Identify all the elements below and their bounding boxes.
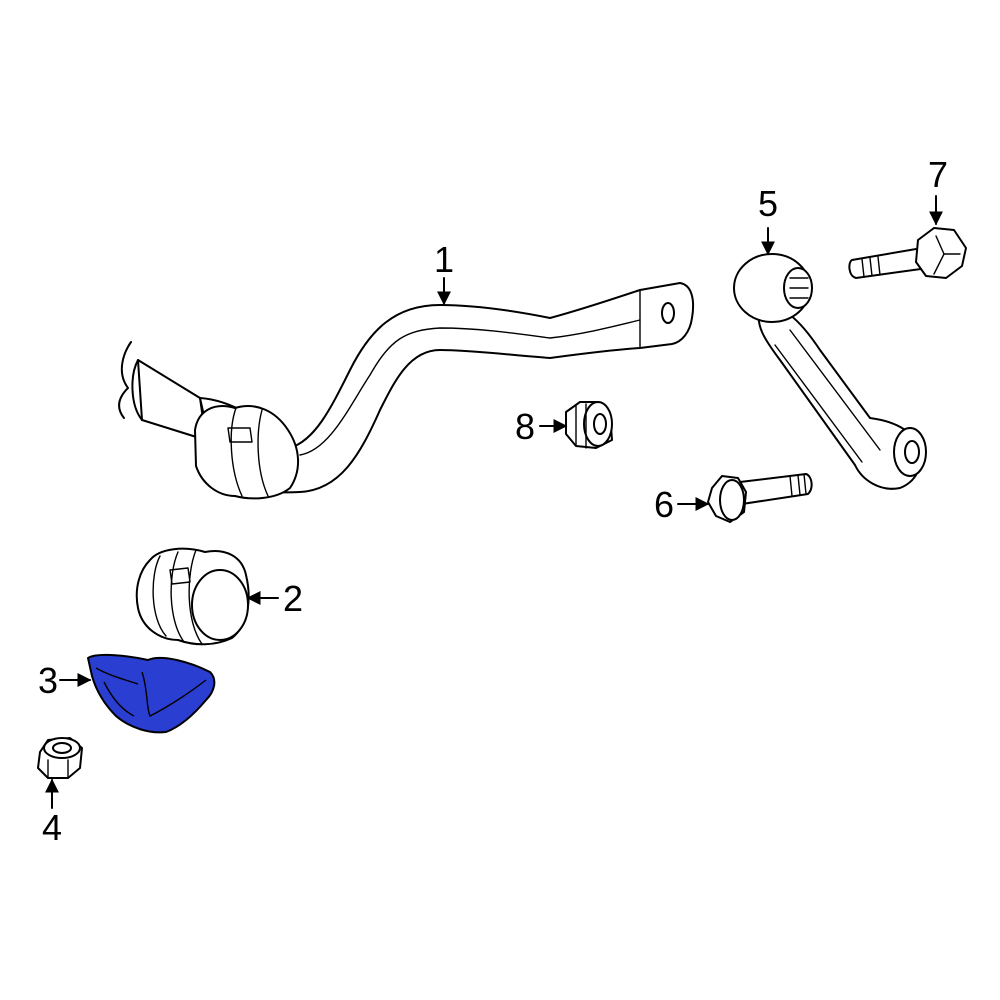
nut-part-4[interactable] xyxy=(37,737,83,779)
stabilizer-link-part[interactable] xyxy=(733,253,927,490)
bracket-part-highlighted[interactable] xyxy=(87,653,216,734)
callout-3-label: 3 xyxy=(38,660,58,701)
callout-arrows xyxy=(45,195,943,809)
bolt-part-6[interactable] xyxy=(707,473,813,523)
nut-part-8[interactable] xyxy=(565,401,613,449)
callout-5-label: 5 xyxy=(758,183,778,224)
callout-2-label: 2 xyxy=(283,578,303,619)
callout-8-label: 8 xyxy=(515,406,535,447)
bolt-part-7[interactable] xyxy=(848,227,967,279)
callout-1-label: 1 xyxy=(434,239,454,280)
bushing-part[interactable] xyxy=(135,547,250,646)
callout-4-label: 4 xyxy=(42,807,62,848)
stabilizer-bar-part[interactable] xyxy=(118,282,695,500)
callout-6-label: 6 xyxy=(654,484,674,525)
callout-7-label: 7 xyxy=(928,154,948,195)
